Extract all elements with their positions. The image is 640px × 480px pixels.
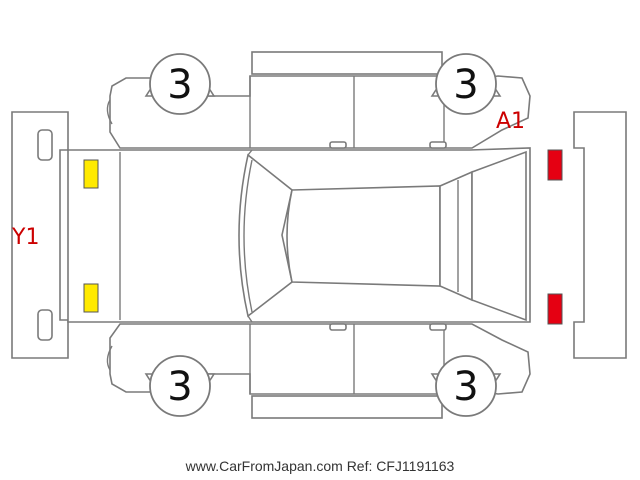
footer-ref: Ref: CFJ1191163 xyxy=(346,458,455,474)
front-bumper xyxy=(573,111,627,359)
car-body-top xyxy=(67,147,531,323)
tyre-grade-rear-right: 3 xyxy=(167,364,192,410)
damage-mark-front-lower xyxy=(547,293,563,325)
tyre-front-left: 3 xyxy=(435,53,497,115)
damage-mark-rear-upper xyxy=(83,159,99,189)
tyre-rear-right: 3 xyxy=(149,355,211,417)
tyre-grade-front-left: 3 xyxy=(453,62,478,108)
tyre-front-right: 3 xyxy=(435,355,497,417)
footer-site: www.CarFromJapan.com xyxy=(185,458,343,474)
tyre-grade-front-right: 3 xyxy=(453,364,478,410)
damage-label-rear: Y1 xyxy=(11,225,39,250)
tyre-grade-rear-left: 3 xyxy=(167,62,192,108)
footer-credit: www.CarFromJapan.com Ref: CFJ1191163 xyxy=(0,458,640,474)
rear-bumper xyxy=(11,111,69,359)
damage-mark-rear-lower xyxy=(83,283,99,313)
damage-mark-front-upper xyxy=(547,149,563,181)
tyre-rear-left: 3 xyxy=(149,53,211,115)
damage-label-front: A1 xyxy=(496,109,525,134)
